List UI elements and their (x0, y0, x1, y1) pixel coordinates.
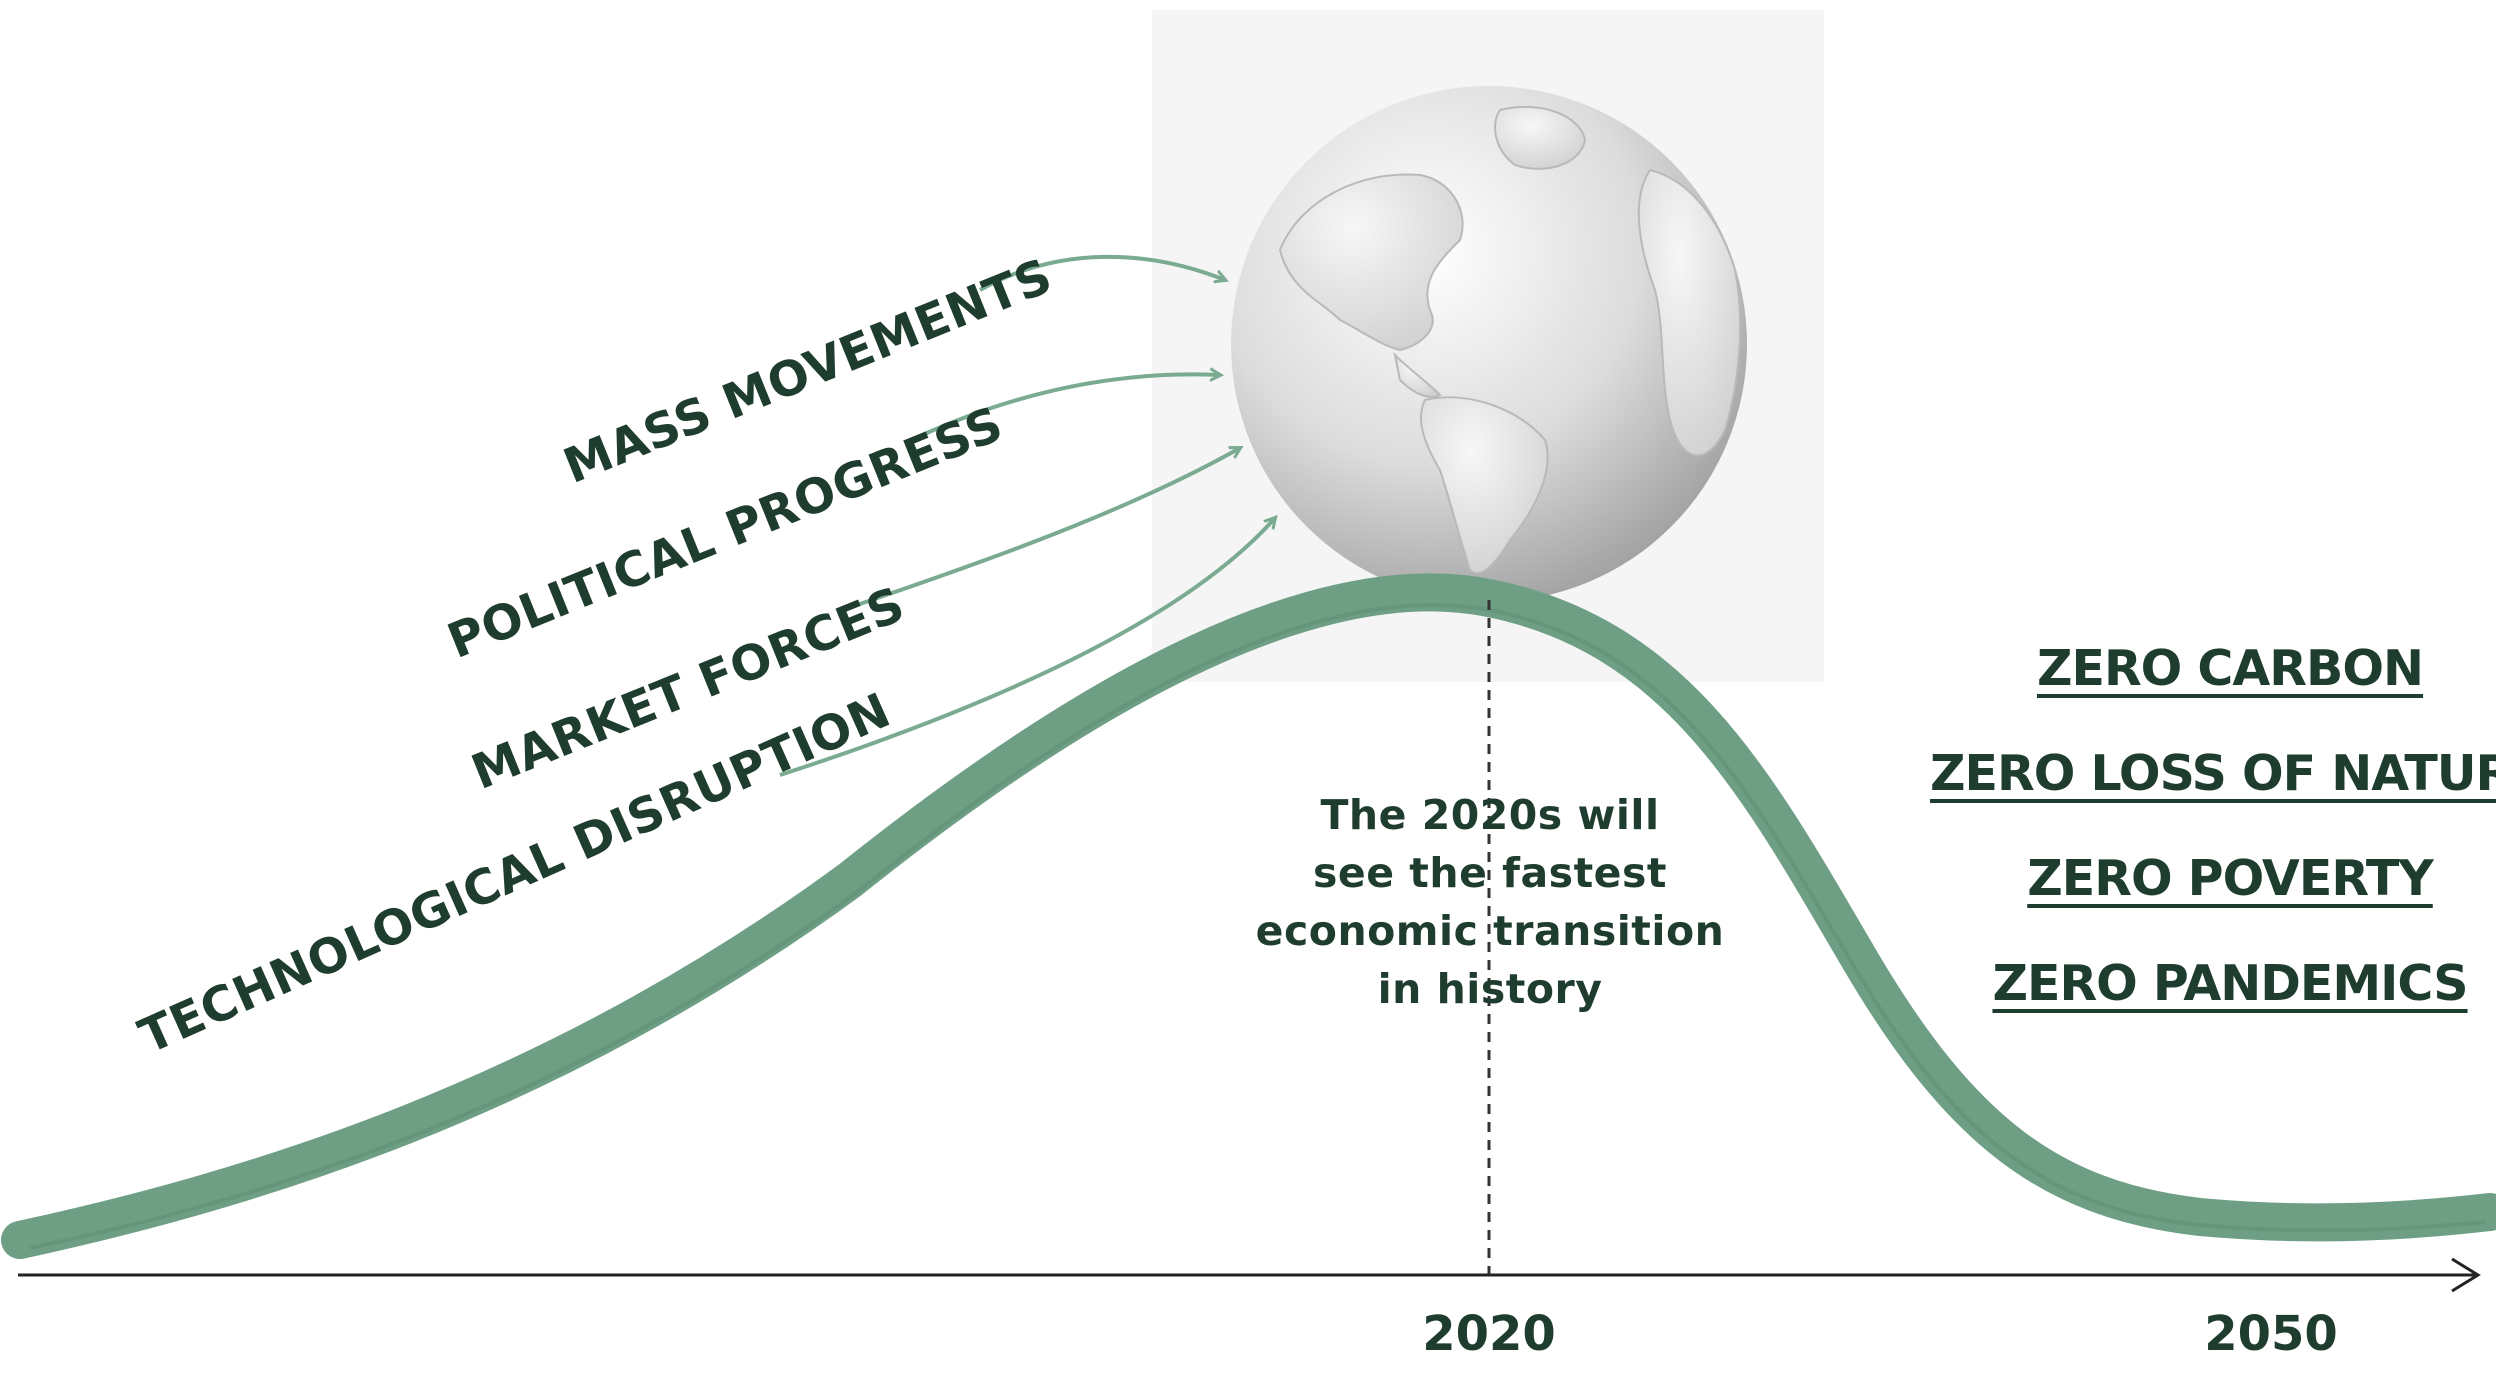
year-2020-label: 2020 (1422, 1306, 1556, 1362)
goal-zero-carbon: ZERO CARBON (2036, 640, 2424, 697)
globe-icon (1231, 86, 1747, 602)
goal-zero-pandemics: ZERO PANDEMICS (1992, 955, 2468, 1012)
arrow-right-icon (2451, 1257, 2481, 1293)
political-progress-arrow (917, 374, 1220, 439)
market-forces-arrow (847, 448, 1240, 610)
year-2050-label: 2050 (2204, 1306, 2338, 1362)
annotation-line: see the fastest (1313, 849, 1667, 897)
annotation-line: The 2020s will (1320, 791, 1660, 839)
goal-zero-poverty: ZERO POVERTY (2027, 850, 2434, 907)
annotation-line: economic transition (1255, 907, 1725, 955)
transition-annotation: The 2020s will see the fastest economic … (1230, 786, 1750, 1018)
goal-zero-loss-of-nature: ZERO LOSS OF NATURE (1930, 745, 2496, 802)
mass-movements-arrow (979, 254, 1225, 292)
transition-curve (1, 573, 2496, 1259)
technological-disruption-arrow (779, 518, 1275, 777)
annotation-line: in history (1377, 965, 1603, 1013)
